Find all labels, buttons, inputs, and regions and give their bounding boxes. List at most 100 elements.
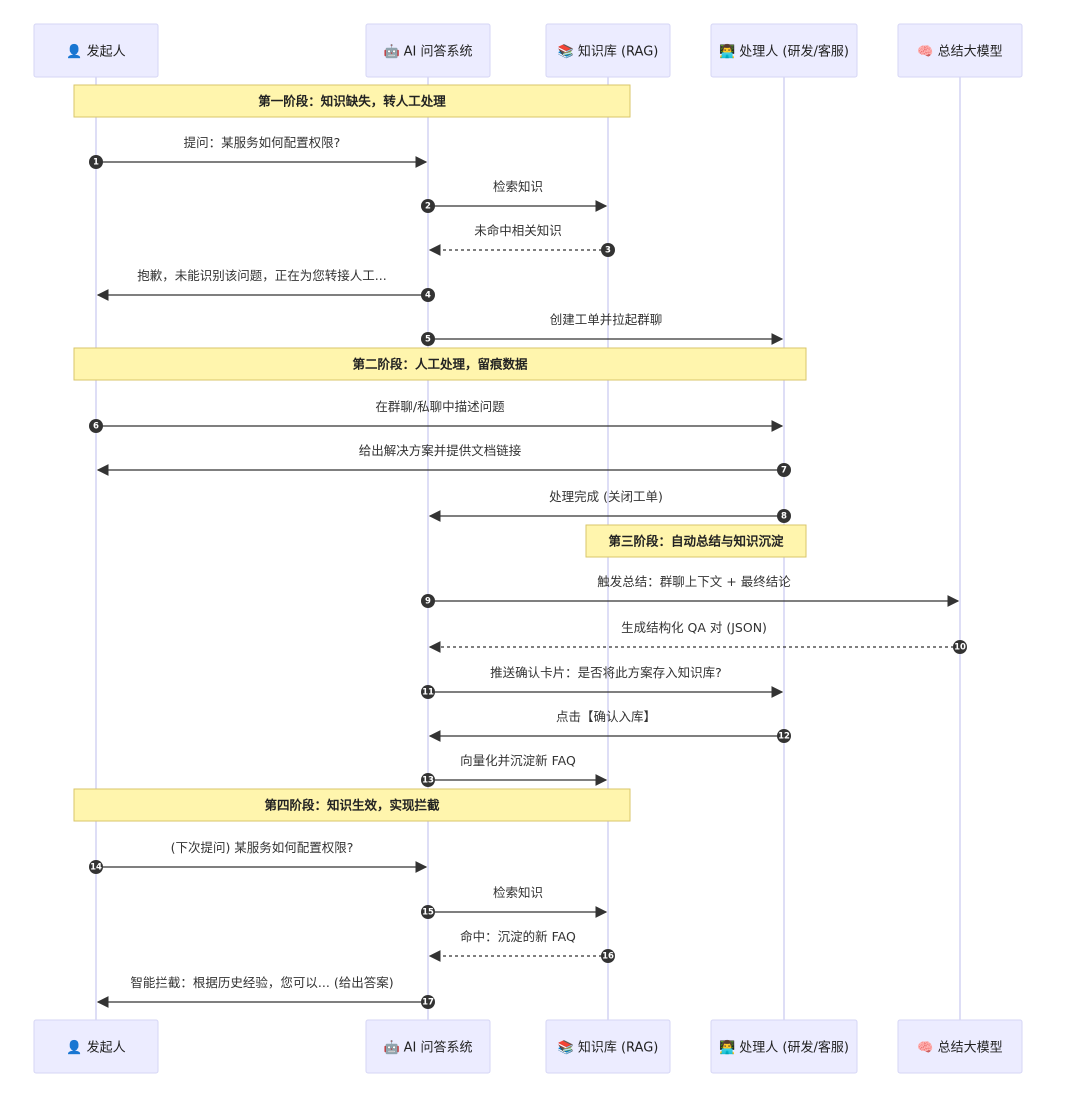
actor-name: AI 问答系统 xyxy=(404,43,473,59)
sequence-number: 13 xyxy=(422,776,434,786)
note-text: 第三阶段：自动总结与知识沉淀 xyxy=(608,534,784,549)
actor-icon: 👨‍💻 xyxy=(719,1039,735,1055)
actor-icon: 📚 xyxy=(558,43,574,59)
lifelines xyxy=(95,77,961,1020)
actor-name: 处理人 (研发/客服) xyxy=(739,43,849,59)
sequence-number: 12 xyxy=(778,732,790,742)
actor-icon: 📚 xyxy=(558,1039,574,1055)
actor-name: 知识库 (RAG) xyxy=(578,1039,659,1055)
sequence-number: 7 xyxy=(781,466,787,476)
actor-llm-top: 🧠 总结大模型 xyxy=(897,23,1023,78)
actor-box xyxy=(33,23,159,78)
actor-icon: 🤖 xyxy=(383,1039,399,1055)
actor-label: 👤发起人 xyxy=(66,43,125,59)
actor-name: 总结大模型 xyxy=(938,44,1003,59)
phase-notes: 第一阶段：知识缺失，转人工处理第二阶段：人工处理，留痕数据第三阶段：自动总结与知… xyxy=(73,84,807,822)
actor-icon: 👨‍💻 xyxy=(719,43,735,59)
message-label: (下次提问) 某服务如何配置权限? xyxy=(171,840,354,855)
sequence-number-badge xyxy=(89,419,103,433)
sequence-number: 5 xyxy=(425,335,431,345)
message-label: 创建工单并拉起群聊 xyxy=(550,312,663,327)
sequence-number: 15 xyxy=(422,908,434,918)
actor-ai-bottom: 🤖 AI 问答系统 xyxy=(365,1019,491,1074)
actor-label: 🧠 总结大模型 xyxy=(917,44,1002,59)
message-16: 16 命中：沉淀的新 FAQ xyxy=(428,929,615,963)
note-box xyxy=(73,84,631,118)
phase-note: 第四阶段：知识生效，实现拦截 xyxy=(73,788,631,822)
message-1: 1 提问：某服务如何配置权限? xyxy=(89,135,428,169)
sequence-number-badge xyxy=(421,995,435,1009)
actor-box xyxy=(365,23,491,78)
actor-icon: 🧠 xyxy=(917,1040,933,1055)
sequence-number: 1 xyxy=(93,158,99,168)
sequence-number-badge xyxy=(421,905,435,919)
message-label: 触发总结：群聊上下文 + 最终结论 xyxy=(597,574,791,589)
message-4: 4抱歉，未能识别该问题，正在为您转接人工... xyxy=(96,268,435,302)
note-text: 第一阶段：知识缺失，转人工处理 xyxy=(258,94,446,109)
actor-box xyxy=(545,1019,671,1074)
message-label: 在群聊/私聊中描述问题 xyxy=(375,399,505,414)
sequence-number: 10 xyxy=(954,643,966,653)
message-label: 检索知识 xyxy=(493,885,543,900)
actor-label: 🤖AI 问答系统 xyxy=(383,43,472,59)
sequence-number: 16 xyxy=(602,952,614,962)
message-label: 点击【确认入库】 xyxy=(556,709,656,724)
sequence-number-badge xyxy=(421,773,435,787)
message-12: 12 点击【确认入库】 xyxy=(428,709,791,743)
sequence-number: 2 xyxy=(425,202,431,212)
actor-box xyxy=(897,23,1023,78)
sequence-number: 3 xyxy=(605,246,611,256)
sequence-number-badge xyxy=(421,288,435,302)
actor-kb-top: 📚知识库 (RAG) xyxy=(545,23,671,78)
actor-initiator-bottom: 👤发起人 xyxy=(33,1019,159,1074)
sequence-number: 11 xyxy=(422,688,434,698)
message-5: 5 创建工单并拉起群聊 xyxy=(421,312,784,346)
actor-box xyxy=(365,1019,491,1074)
message-label: 提问：某服务如何配置权限? xyxy=(184,135,341,150)
actor-row-top: 👤发起人 🤖AI 问答系统 📚知识库 (RAG) 👨‍💻处理人 (研发/客服) 🧠 总结大… xyxy=(33,23,1023,78)
note-box xyxy=(73,347,807,381)
actor-name: 发起人 xyxy=(87,1039,126,1055)
sequence-number: 4 xyxy=(425,291,431,301)
message-6: 6 在群聊/私聊中描述问题 xyxy=(89,399,784,433)
note-text: 第二阶段：人工处理，留痕数据 xyxy=(352,357,528,372)
sequence-number-badge xyxy=(89,155,103,169)
message-9: 9 触发总结：群聊上下文 + 最终结论 xyxy=(421,574,960,608)
message-label: 处理完成 (关闭工单) xyxy=(549,489,663,504)
sequence-number: 9 xyxy=(425,597,431,607)
message-label: 向量化并沉淀新 FAQ xyxy=(460,753,576,768)
sequence-number-badge xyxy=(777,509,791,523)
message-label: 智能拦截：根据历史经验，您可以... (给出答案) xyxy=(130,975,393,990)
sequence-number-badge xyxy=(421,685,435,699)
message-13: 13 向量化并沉淀新 FAQ xyxy=(421,753,608,787)
actor-ai-top: 🤖AI 问答系统 xyxy=(365,23,491,78)
actor-name: AI 问答系统 xyxy=(404,1039,473,1055)
sequence-number-badge xyxy=(953,640,967,654)
sequence-number-badge xyxy=(89,860,103,874)
actor-box xyxy=(545,23,671,78)
actor-name: 知识库 (RAG) xyxy=(578,43,659,59)
actor-icon: 🧠 xyxy=(917,44,933,59)
phase-note: 第一阶段：知识缺失，转人工处理 xyxy=(73,84,631,118)
message-14: 14(下次提问) 某服务如何配置权限? xyxy=(89,840,428,874)
actor-label: 👨‍💻处理人 (研发/客服) xyxy=(719,43,849,59)
actor-icon: 👤 xyxy=(66,43,82,59)
actor-handler-top: 👨‍💻处理人 (研发/客服) xyxy=(710,23,858,78)
sequence-number: 6 xyxy=(93,422,99,432)
actor-box xyxy=(897,1019,1023,1074)
message-label: 命中：沉淀的新 FAQ xyxy=(460,929,576,944)
message-label: 给出解决方案并提供文档链接 xyxy=(359,443,522,458)
actor-label: 📚知识库 (RAG) xyxy=(558,1039,659,1055)
phase-note: 第二阶段：人工处理，留痕数据 xyxy=(73,347,807,381)
sequence-number-badge xyxy=(777,463,791,477)
message-15: 15 检索知识 xyxy=(421,885,608,919)
sequence-number-badge xyxy=(421,332,435,346)
phase-note: 第三阶段：自动总结与知识沉淀 xyxy=(585,524,807,558)
note-box xyxy=(73,788,631,822)
message-label: 生成结构化 QA 对 (JSON) xyxy=(621,620,767,635)
actor-label: 👤发起人 xyxy=(66,1039,125,1055)
actor-kb-bottom: 📚知识库 (RAG) xyxy=(545,1019,671,1074)
